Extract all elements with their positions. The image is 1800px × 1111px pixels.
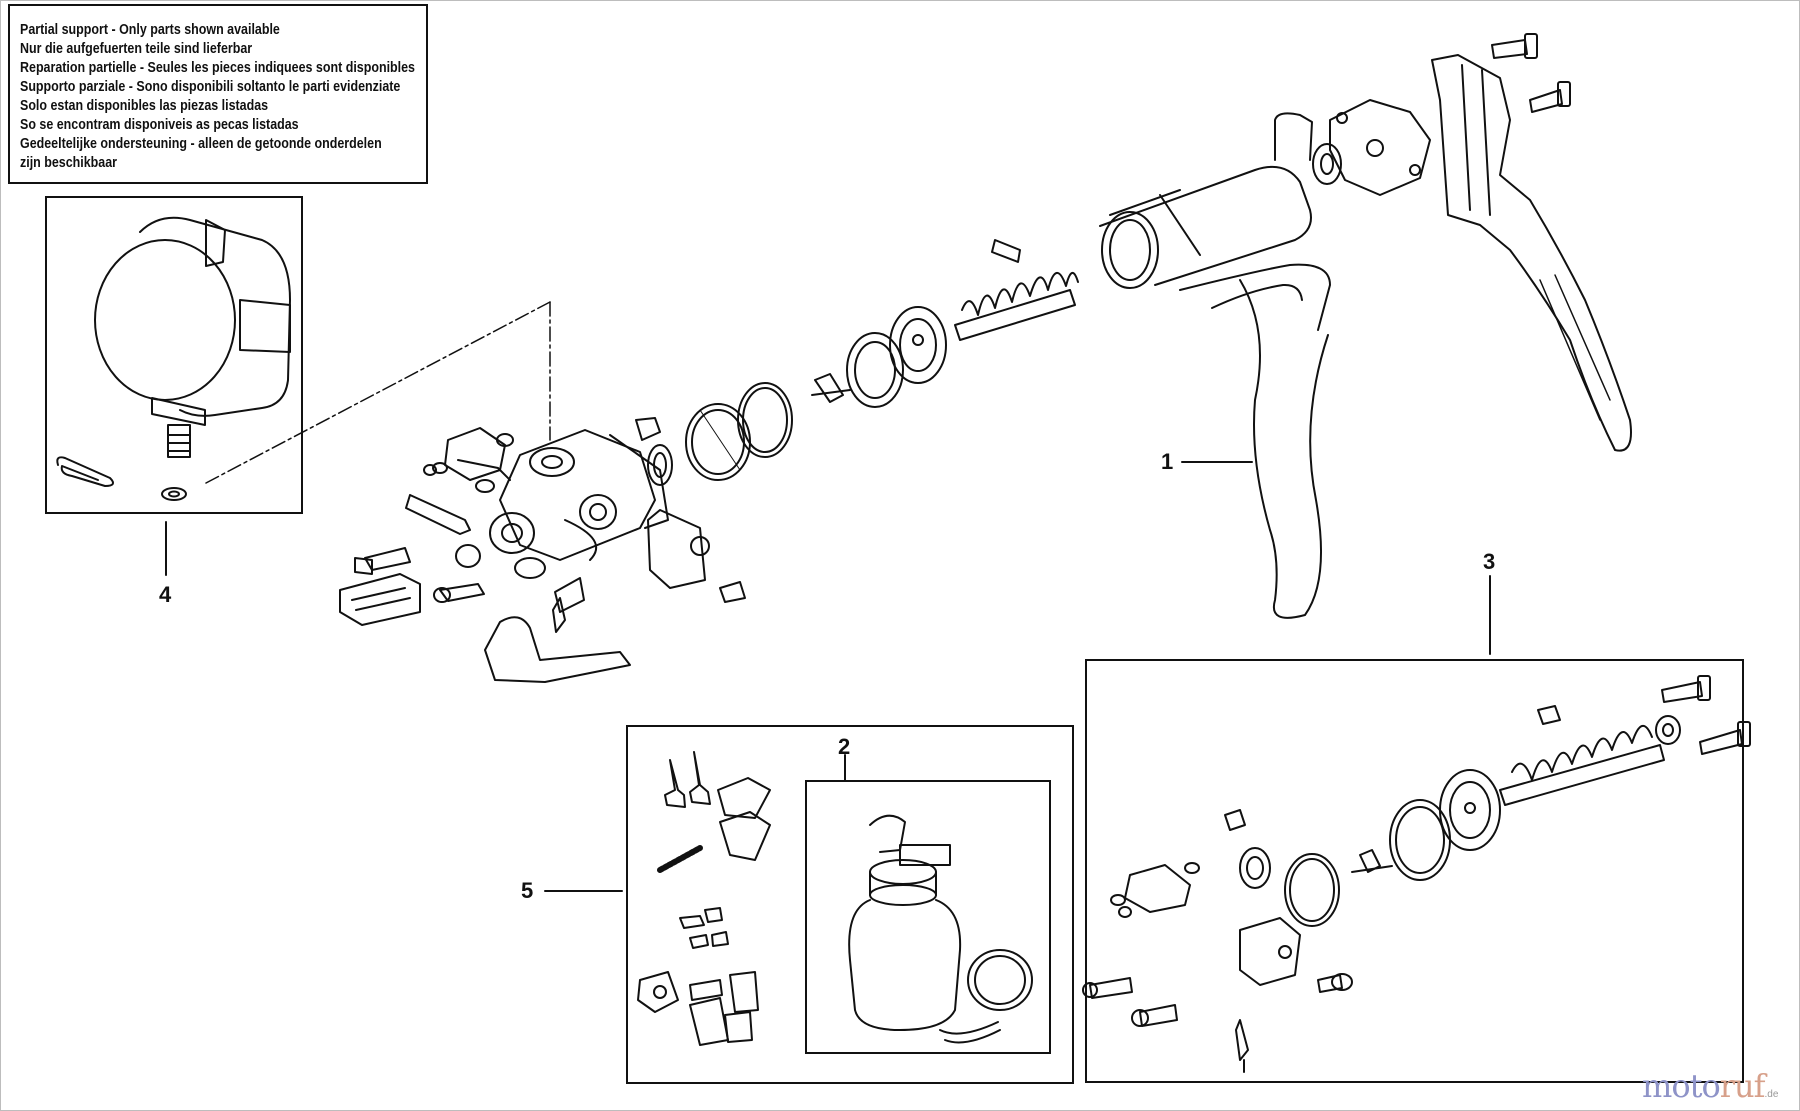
group-box-4 bbox=[45, 196, 303, 514]
alignment-line bbox=[205, 301, 551, 484]
trigger bbox=[1431, 54, 1632, 452]
valve-body bbox=[339, 417, 746, 683]
notice-box: Partial support - Only parts shown avail… bbox=[8, 4, 428, 184]
callout-5: 5 bbox=[521, 878, 534, 903]
notice-line-2: Nur die aufgefuerten teile sind lieferba… bbox=[20, 41, 253, 57]
callout-3: 3 bbox=[1483, 549, 1496, 574]
watermark-suffix: .de bbox=[1764, 1089, 1779, 1100]
paint-cup bbox=[848, 814, 1033, 1044]
notice-line-1: Partial support - Only parts shown avail… bbox=[20, 22, 280, 38]
notice-line-5: Solo estan disponibles las piezas listad… bbox=[20, 98, 269, 114]
callout-1: 1 bbox=[1161, 449, 1174, 474]
callout-2: 2 bbox=[838, 734, 851, 759]
site-watermark: motoruf.de bbox=[1642, 1067, 1778, 1105]
callout-leaders bbox=[165, 461, 1491, 892]
callout-4: 4 bbox=[159, 582, 172, 607]
watermark-part-b: ruf bbox=[1719, 1067, 1766, 1105]
piston-assembly bbox=[685, 239, 1079, 481]
notice-line-6: So se encontram disponiveis as pecas lis… bbox=[20, 117, 299, 133]
pressure-gauge bbox=[56, 216, 291, 501]
kit-3-parts bbox=[1082, 675, 1751, 1073]
group-box-2 bbox=[805, 780, 1051, 1054]
notice-line-8: zijn beschikbaar bbox=[20, 155, 118, 171]
notice-line-7: Gedeeltelijke ondersteuning - alleen de … bbox=[20, 136, 382, 152]
watermark-part-a: moto bbox=[1642, 1067, 1721, 1105]
rear-cap bbox=[1312, 33, 1571, 196]
gun-body-handle bbox=[1099, 112, 1331, 619]
group-box-5 bbox=[626, 725, 1074, 1084]
notice-line-4: Supporto parziale - Sono disponibili sol… bbox=[20, 79, 401, 95]
notice-line-3: Reparation partielle - Seules les pieces… bbox=[20, 60, 416, 76]
kit-5-parts bbox=[637, 751, 771, 1046]
group-box-3 bbox=[1085, 659, 1744, 1083]
